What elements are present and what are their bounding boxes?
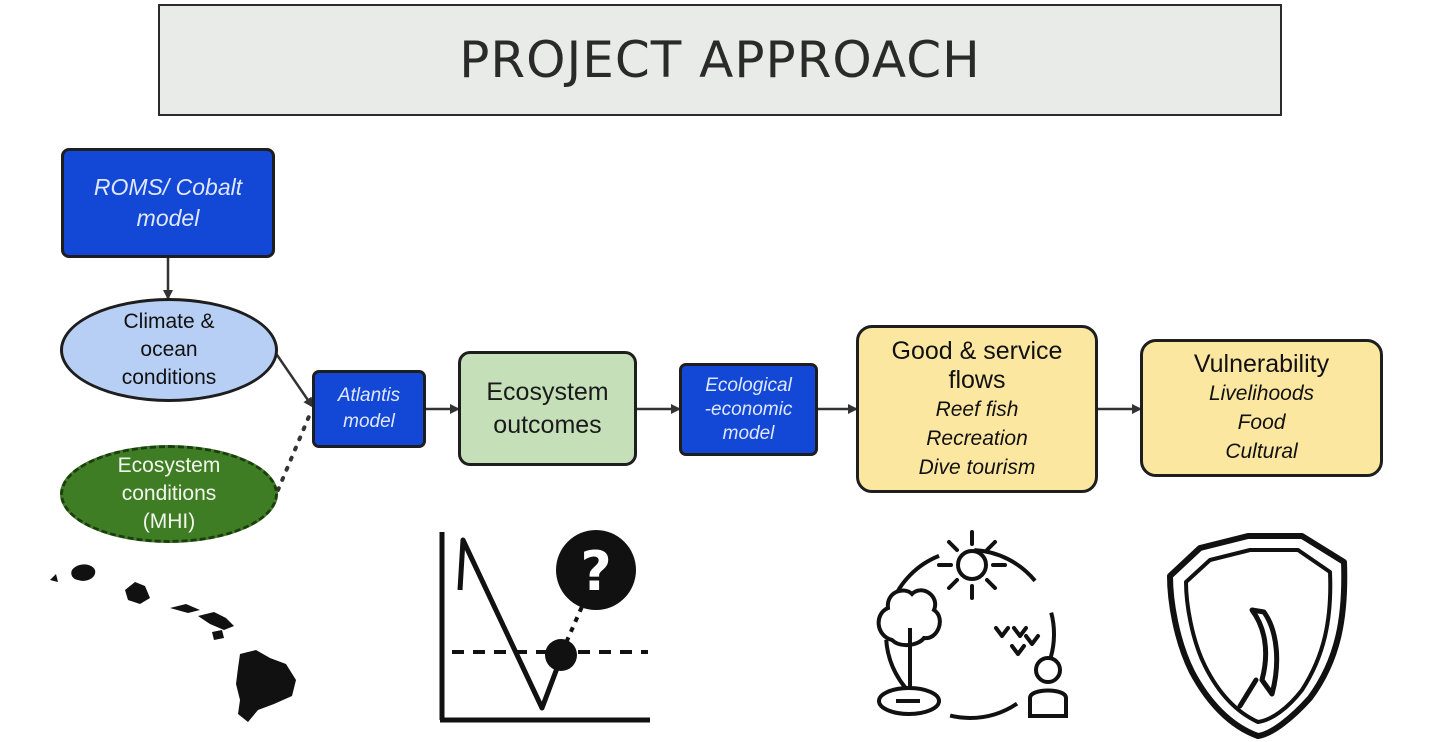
ecosystem-conditions-line-1: Ecosystem bbox=[117, 454, 221, 477]
goods-title-line-2: flows bbox=[948, 365, 1006, 394]
svg-text:?: ? bbox=[580, 540, 611, 603]
atlantis-model-box: Atlantis model bbox=[312, 370, 426, 448]
atlantis-line-2: model bbox=[343, 411, 395, 432]
ecoecon-line-3: model bbox=[722, 422, 775, 444]
vulnerability-box: Vulnerability Livelihoods Food Cultural bbox=[1140, 339, 1383, 477]
ecosystem-conditions-ellipse: Ecosystem conditions (MHI) bbox=[60, 445, 278, 543]
ecoecon-line-2: -economic bbox=[704, 398, 793, 420]
goods-service-flows-box: Good & service flows Reef fish Recreatio… bbox=[856, 325, 1098, 493]
atlantis-line-1: Atlantis bbox=[337, 385, 401, 406]
dotted-link-ecosystem-to-atlantis bbox=[276, 412, 312, 492]
ecosystem-conditions-line-3: (MHI) bbox=[142, 510, 196, 533]
outcomes-line-1: Ecosystem bbox=[486, 377, 609, 406]
vulnerability-item-food: Food bbox=[1237, 411, 1286, 434]
roms-line-2: model bbox=[136, 205, 200, 231]
roms-line-1: ROMS/ Cobalt bbox=[93, 174, 243, 200]
goods-title-line-1: Good & service bbox=[891, 336, 1063, 365]
ecosystem-conditions-line-2: conditions bbox=[121, 482, 217, 505]
title-banner: PROJECT APPROACH bbox=[158, 4, 1282, 116]
ecological-economic-model-box: Ecological -economic model bbox=[679, 363, 818, 456]
question-mark-icon bbox=[556, 530, 636, 610]
climate-line-1: Climate & bbox=[123, 310, 215, 333]
goods-item-dive-tourism: Dive tourism bbox=[918, 455, 1036, 479]
ecoecon-line-1: Ecological bbox=[705, 374, 792, 396]
goods-item-reef-fish: Reef fish bbox=[935, 397, 1019, 421]
roms-cobalt-model-box: ROMS/ Cobalt model bbox=[61, 148, 275, 258]
climate-ocean-conditions-ellipse: Climate & ocean conditions bbox=[60, 298, 278, 402]
climate-line-3: conditions bbox=[121, 366, 217, 389]
outcomes-line-2: outcomes bbox=[493, 410, 602, 439]
goods-item-recreation: Recreation bbox=[926, 426, 1028, 450]
vulnerability-item-livelihoods: Livelihoods bbox=[1208, 382, 1315, 405]
page-title: PROJECT APPROACH bbox=[459, 31, 981, 89]
ecosystem-outcomes-box: Ecosystem outcomes bbox=[458, 351, 637, 466]
vulnerability-title: Vulnerability bbox=[1193, 350, 1330, 378]
arrow-climate-to-atlantis bbox=[273, 351, 314, 408]
climate-line-2: ocean bbox=[140, 338, 198, 361]
vulnerability-item-cultural: Cultural bbox=[1225, 440, 1298, 463]
